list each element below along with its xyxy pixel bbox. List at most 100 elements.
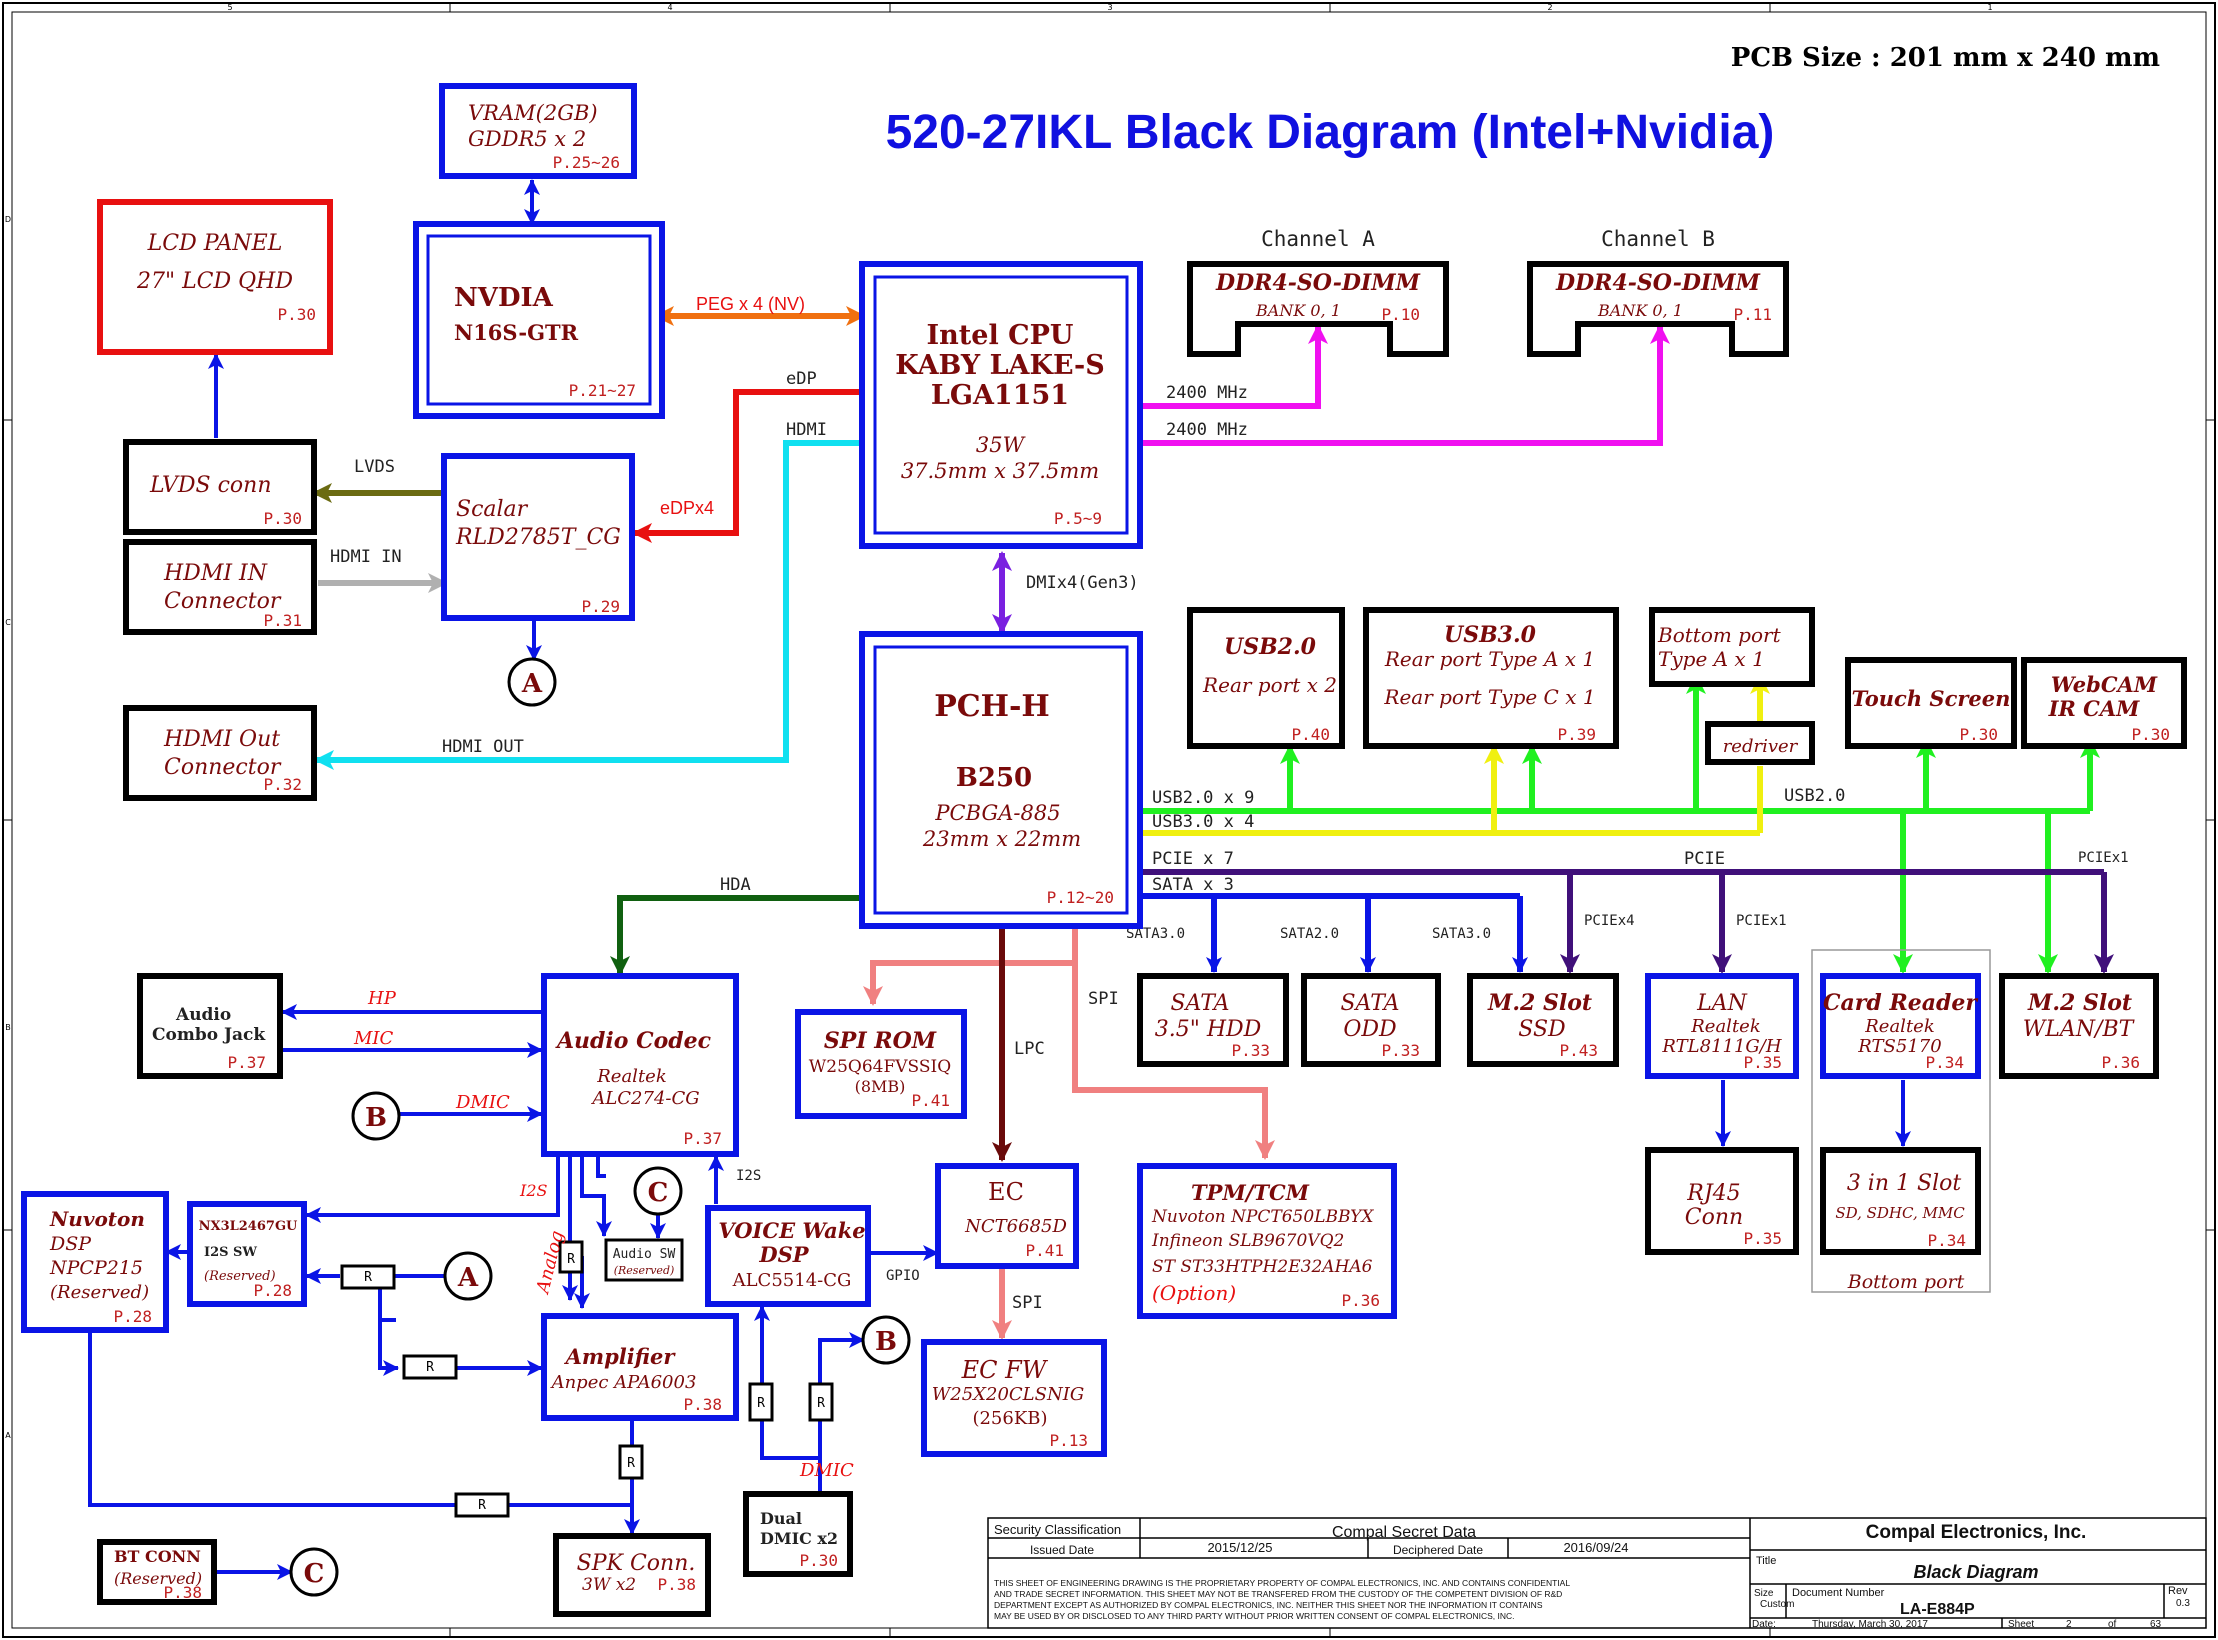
lan-label: LAN [1696, 991, 1747, 1016]
amplifier-block [541, 1313, 739, 1421]
page-title: 520-27IKL Black Diagram (Intel+Nvidia) [886, 106, 1775, 159]
hdmi-in-page: P.31 [263, 611, 302, 630]
sata-odd-label: SATA [1340, 991, 1399, 1016]
hdmi-out-label: HDMI Out [163, 727, 280, 752]
hdmi-in-connector-block [123, 539, 317, 635]
cpu-block [859, 261, 1143, 549]
usb3-type-c: Rear port Type C x 1 [1383, 685, 1595, 709]
sata-hdd-type: 3.5" HDD [1155, 1017, 1262, 1042]
rj45-label: RJ45 [1686, 1181, 1740, 1206]
cpu-codename: KABY LAKE-S [895, 350, 1105, 381]
resistor-r2 [402, 1354, 458, 1380]
bottom-port-label: Bottom port [1657, 623, 1782, 647]
deciphered-date: 2016/09/24 [1563, 1540, 1628, 1555]
audio-switch-reserved: (Reserved) [614, 1264, 675, 1277]
bt-reserved: (Reserved) [114, 1569, 202, 1588]
gpu-page: P.21~27 [569, 381, 636, 400]
pch-page: P.12~20 [1047, 888, 1114, 907]
lan-vendor: Realtek [1690, 1016, 1761, 1037]
signal-mhz-b: 2400 MHz [1166, 420, 1248, 440]
usb2-page: P.40 [1291, 725, 1330, 744]
connection-lines [88, 179, 2114, 1580]
signal-dmi: DMIx4(Gen3) [1026, 573, 1139, 593]
webcam-page: P.30 [2131, 725, 2170, 744]
sata-hdd-block [1137, 973, 1289, 1067]
redriver-block [1705, 721, 1815, 765]
lvds-conn-page: P.30 [263, 509, 302, 528]
ec-block [935, 1163, 1079, 1269]
border-number-3: 3 [1107, 3, 1112, 12]
border-letter-a: A [5, 1431, 11, 1440]
hdmi-in-connector-label: Connector [164, 589, 282, 614]
sheet-label: Sheet [2008, 1619, 2034, 1630]
signal-pciex1-lan: PCIEx1 [1736, 913, 1787, 929]
pch-block [859, 631, 1143, 929]
dimm-a-bank: BANK 0, 1 [1255, 301, 1341, 320]
speaker-connector-block [553, 1533, 711, 1617]
hdmi-out-connector-block [123, 705, 317, 801]
pch-model: B250 [956, 763, 1032, 793]
card-slot-formats: SD, SDHC, MMC [1835, 1204, 1965, 1222]
cpu-size: 37.5mm x 37.5mm [901, 459, 1099, 483]
company-name: Compal Electronics, Inc. [1866, 1522, 2087, 1543]
scalar-label: Scalar [456, 497, 529, 522]
signal-dmic-mics: DMIC [799, 1460, 854, 1481]
sata-hdd-page: P.33 [1231, 1041, 1270, 1060]
lvds-conn-label: LVDS conn [149, 473, 272, 498]
spi-rom-block [795, 1009, 967, 1119]
dual-dmic-label: Dual [760, 1509, 802, 1528]
lcd-label: LCD PANEL [147, 231, 283, 256]
amplifier-page: P.38 [683, 1395, 722, 1414]
voice-dsp-label: VOICE Wake [718, 1218, 865, 1243]
m2-wlan-block [1999, 973, 2159, 1079]
card-reader-model: RTS5170 [1857, 1036, 1941, 1057]
i2s-switch-model: NX3L2467GU [199, 1219, 298, 1234]
touch-screen-page: P.30 [1959, 725, 1998, 744]
redriver-label: redriver [1723, 736, 1799, 757]
connector-label: A [457, 1263, 479, 1293]
sata-odd-page: P.33 [1381, 1041, 1420, 1060]
m2-ssd-label: M.2 Slot [1487, 990, 1592, 1016]
speaker-page: P.38 [657, 1575, 696, 1594]
audio-codec-label: Audio Codec [555, 1028, 712, 1054]
touch-screen-label: Touch Screen [1852, 686, 2011, 711]
i2s-switch-reserved: (Reserved) [204, 1269, 276, 1284]
resistor-label: R [364, 1270, 372, 1285]
signal-lvds: LVDS [354, 457, 395, 477]
m2-wlan-type: WLAN/BT [2023, 1017, 2136, 1042]
card-slot-label: 3 in 1 Slot [1847, 1171, 1962, 1196]
scalar-model: RLD2785T_CG [455, 525, 621, 550]
border-number-5: 5 [227, 3, 232, 12]
resistor-label: R [817, 1396, 825, 1411]
gpu-label: NVDIA [454, 283, 554, 313]
usb3-rear-block [1363, 607, 1619, 749]
nuvoton-page: P.28 [113, 1307, 152, 1326]
speaker-label: SPK Conn. [577, 1551, 696, 1576]
m2-ssd-page: P.43 [1559, 1041, 1598, 1060]
signal-usb2-x9: USB2.0 x 9 [1152, 788, 1254, 808]
audio-jack-type: Combo Jack [152, 1025, 266, 1045]
gpu-model: N16S-GTR [454, 320, 579, 345]
audio-jack-page: P.37 [227, 1053, 266, 1072]
bt-label: BT CONN [114, 1547, 201, 1566]
spi-rom-size: (8MB) [855, 1077, 906, 1096]
ec-fw-block [921, 1339, 1107, 1457]
audio-combo-jack-block [137, 973, 283, 1079]
date-value: Thursday, March 30, 2017 [1812, 1619, 1928, 1630]
sheet-of: of [2108, 1619, 2117, 1630]
lvds-conn-block [123, 439, 317, 535]
rj45-conn-label: Conn [1685, 1205, 1743, 1230]
bt-page: P.38 [163, 1583, 202, 1602]
resistor-label: R [627, 1456, 635, 1471]
cpu-socket: LGA1151 [931, 380, 1069, 411]
speaker-power: 3W x2 [582, 1575, 636, 1595]
rj45-block [1645, 1147, 1799, 1255]
cpu-label: Intel CPU [927, 320, 1074, 351]
issued-label: Issued Date [1030, 1543, 1094, 1557]
ec-fw-page: P.13 [1049, 1431, 1088, 1450]
border-number-4: 4 [667, 3, 672, 12]
connector-b-dmic [861, 1315, 911, 1365]
card-reader-block [1820, 973, 1981, 1079]
connector-c-bt [289, 1547, 339, 1597]
title-label: Title [1756, 1555, 1776, 1567]
